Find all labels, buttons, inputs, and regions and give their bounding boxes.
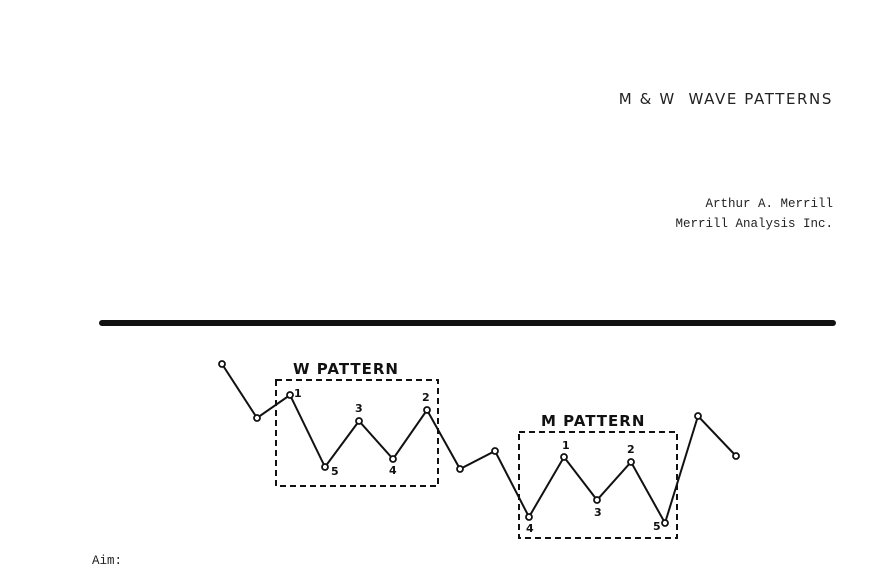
w-point-label: 1 (294, 387, 302, 400)
pivot-point (593, 496, 601, 504)
author-name: Arthur A. Merrill (705, 197, 833, 211)
pivot-point (456, 465, 464, 473)
m-point-label: 4 (526, 522, 534, 535)
pivot-point (423, 406, 431, 414)
aim-heading: Aim: (92, 554, 123, 568)
author-block: Arthur A. Merrill Merrill Analysis Inc. (675, 194, 833, 234)
pivot-point (355, 417, 363, 425)
pivot-point (560, 453, 568, 461)
pivot-point (253, 414, 261, 422)
pivot-points (218, 360, 740, 527)
w-point-label: 5 (331, 465, 339, 478)
pivot-point (525, 513, 533, 521)
m-pattern-label: M PATTERN (541, 412, 645, 430)
m-point-label: 1 (562, 439, 570, 452)
pivot-point (286, 391, 294, 399)
pivot-point (661, 519, 669, 527)
document-title: M & W WAVE PATTERNS (618, 90, 833, 108)
pivot-point (321, 463, 329, 471)
horizontal-rule (99, 320, 836, 326)
w-point-label: 4 (389, 464, 397, 477)
w-point-label: 2 (422, 391, 430, 404)
pivot-point (694, 412, 702, 420)
pivot-point (491, 447, 499, 455)
pivot-point (732, 452, 740, 460)
m-point-label: 5 (653, 520, 661, 533)
w-pattern-label: W PATTERN (293, 360, 399, 378)
m-point-label: 3 (594, 506, 602, 519)
pivot-point (218, 360, 226, 368)
w-point-label: 3 (355, 402, 363, 415)
m-point-label: 2 (627, 443, 635, 456)
wave-line (221, 363, 737, 526)
author-affiliation: Merrill Analysis Inc. (675, 217, 833, 231)
pivot-point (389, 455, 397, 463)
pivot-point (627, 458, 635, 466)
w-pattern-box (275, 379, 439, 487)
